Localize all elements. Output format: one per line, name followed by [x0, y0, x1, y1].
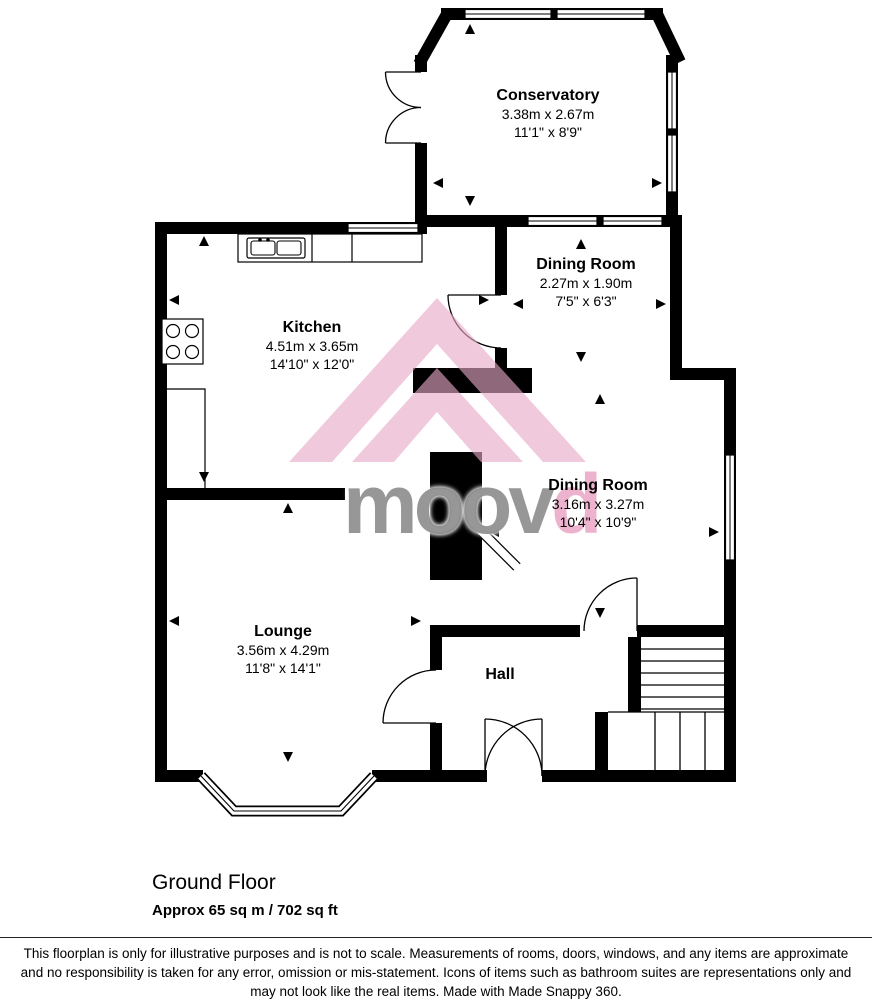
room-name: Hall [485, 666, 515, 683]
diagonal-opening [466, 516, 521, 571]
hob-icon [161, 318, 204, 365]
room-name: Dining Room [536, 256, 636, 273]
room-dim-metric: 4.51m x 3.65m [265, 338, 359, 354]
room-name: Conservatory [496, 87, 600, 104]
bay-window [196, 772, 379, 817]
room-dim-imperial: 7'5" x 6'3" [555, 293, 617, 309]
footer-divider [0, 937, 872, 938]
room-name: Dining Room [548, 477, 648, 494]
room-dim-metric: 3.16m x 3.27m [551, 496, 645, 512]
room-name: Lounge [254, 623, 312, 640]
room-dim-imperial: 14'10" x 12'0" [269, 356, 355, 372]
door-arcs [382, 71, 638, 777]
stairs [595, 637, 736, 782]
measurement-markers [169, 24, 719, 762]
room-label-dining-room-2: Dining Room 3.16m x 3.27m 10'4" x 10'9" [498, 476, 698, 531]
sink-icon [246, 237, 306, 259]
windows [347, 8, 736, 561]
room-dim-imperial: 11'8" x 14'1" [245, 660, 321, 676]
watermark-brand-gray: moov [343, 457, 555, 551]
room-dim-metric: 2.27m x 1.90m [539, 275, 633, 291]
disclaimer-line-1: This floorplan is only for illustrative … [23, 946, 849, 961]
room-dim-metric: 3.56m x 4.29m [236, 642, 330, 658]
kitchen-counter [167, 233, 423, 488]
room-label-dining-room-1: Dining Room 2.27m x 1.90m 7'5" x 6'3" [486, 255, 686, 310]
watermark-brand-pink: d [551, 457, 602, 551]
floor-title: Ground Floor [152, 871, 276, 894]
disclaimer-line-2: and no responsibility is taken for any e… [20, 965, 852, 980]
room-dim-imperial: 10'4" x 10'9" [559, 514, 637, 530]
disclaimer-line-3: may not look like the real items. Made w… [250, 984, 622, 999]
room-dim-metric: 3.38m x 2.67m [501, 106, 595, 122]
watermark-text: moovd [343, 462, 602, 546]
room-dim-imperial: 11'1" x 8'9" [514, 124, 582, 140]
room-label-kitchen: Kitchen 4.51m x 3.65m 14'10" x 12'0" [212, 318, 412, 373]
watermark-house-icon [289, 298, 586, 462]
floor-area: Approx 65 sq m / 702 sq ft [152, 902, 338, 919]
room-label-conservatory: Conservatory 3.38m x 2.67m 11'1" x 8'9" [448, 86, 648, 141]
room-name: Kitchen [282, 319, 342, 336]
room-label-lounge: Lounge 3.56m x 4.29m 11'8" x 14'1" [183, 622, 383, 677]
room-label-hall: Hall [450, 665, 550, 684]
